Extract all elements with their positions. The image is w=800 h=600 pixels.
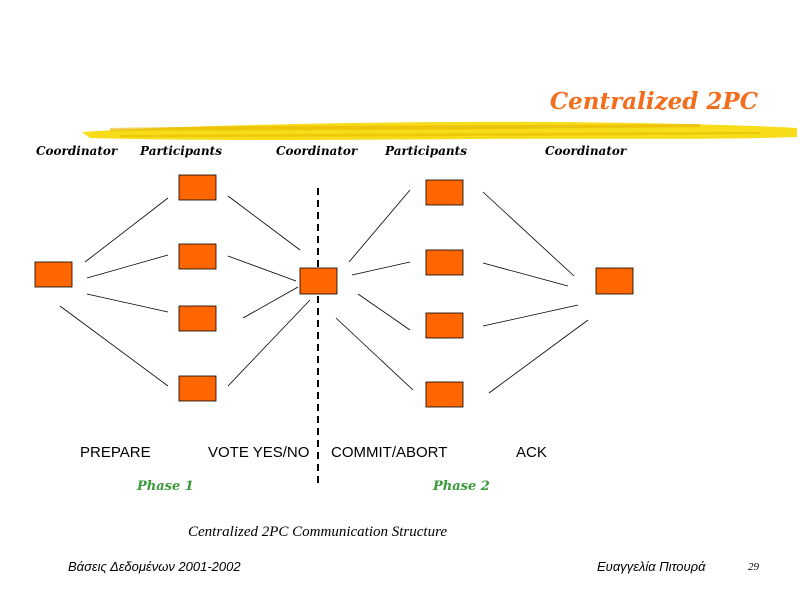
role-label-participants: Participants [140, 144, 222, 158]
connection-lines [59, 189, 589, 394]
participant-node-p1-2 [178, 243, 217, 270]
diagram-caption: Centralized 2PC Communication Structure [188, 524, 448, 540]
edge-prepare-3 [86, 293, 169, 313]
edge-vote-1 [227, 195, 301, 251]
message-label-vote: VOTE YES/NO [208, 444, 310, 461]
edge-commit-4 [335, 317, 414, 391]
participant-node-p2-3 [425, 312, 464, 339]
title-underline [82, 121, 797, 140]
slide-title: Centralized 2PC [549, 88, 758, 115]
role-label-participants: Participants [385, 144, 467, 158]
coordinator-node-1 [34, 261, 73, 288]
edge-vote-3 [242, 286, 299, 319]
role-label-coordinator: Coordinator [276, 144, 358, 158]
role-label-coordinator: Coordinator [545, 144, 627, 158]
participant-node-p1-4 [178, 375, 217, 402]
participant-node-p2-2 [425, 249, 464, 276]
phase-label-2: Phase 2 [433, 479, 490, 494]
coordinator-node-2 [299, 267, 338, 295]
edge-ack-2 [482, 262, 569, 287]
nodes [34, 174, 634, 408]
edge-ack-3 [482, 304, 579, 327]
coordinator-node-3 [595, 267, 634, 295]
edge-vote-2 [227, 255, 297, 282]
edge-commit-3 [357, 293, 411, 331]
edge-commit-2 [351, 261, 411, 276]
page-number: 29 [748, 561, 759, 573]
edge-ack-1 [482, 191, 575, 277]
participant-node-p1-1 [178, 174, 217, 201]
footer-author: Ευαγγελία Πιτουρά [597, 559, 706, 574]
role-label-coordinator: Coordinator [36, 144, 118, 158]
footer-course: Βάσεις Δεδομένων 2001-2002 [68, 559, 241, 574]
edge-prepare-1 [84, 197, 169, 263]
edge-prepare-4 [59, 305, 169, 387]
edge-ack-4 [488, 319, 589, 394]
message-label-commit-abort: COMMIT/ABORT [331, 444, 448, 461]
participant-node-p2-4 [425, 381, 464, 408]
participant-node-p2-1 [425, 179, 464, 206]
phase-label-1: Phase 1 [137, 479, 194, 494]
message-label-prepare: PREPARE [80, 444, 151, 461]
message-label-ack: ACK [516, 444, 547, 461]
edge-vote-4 [227, 299, 311, 387]
participant-node-p1-3 [178, 305, 217, 332]
edge-commit-1 [348, 189, 411, 263]
edge-prepare-2 [86, 254, 169, 279]
